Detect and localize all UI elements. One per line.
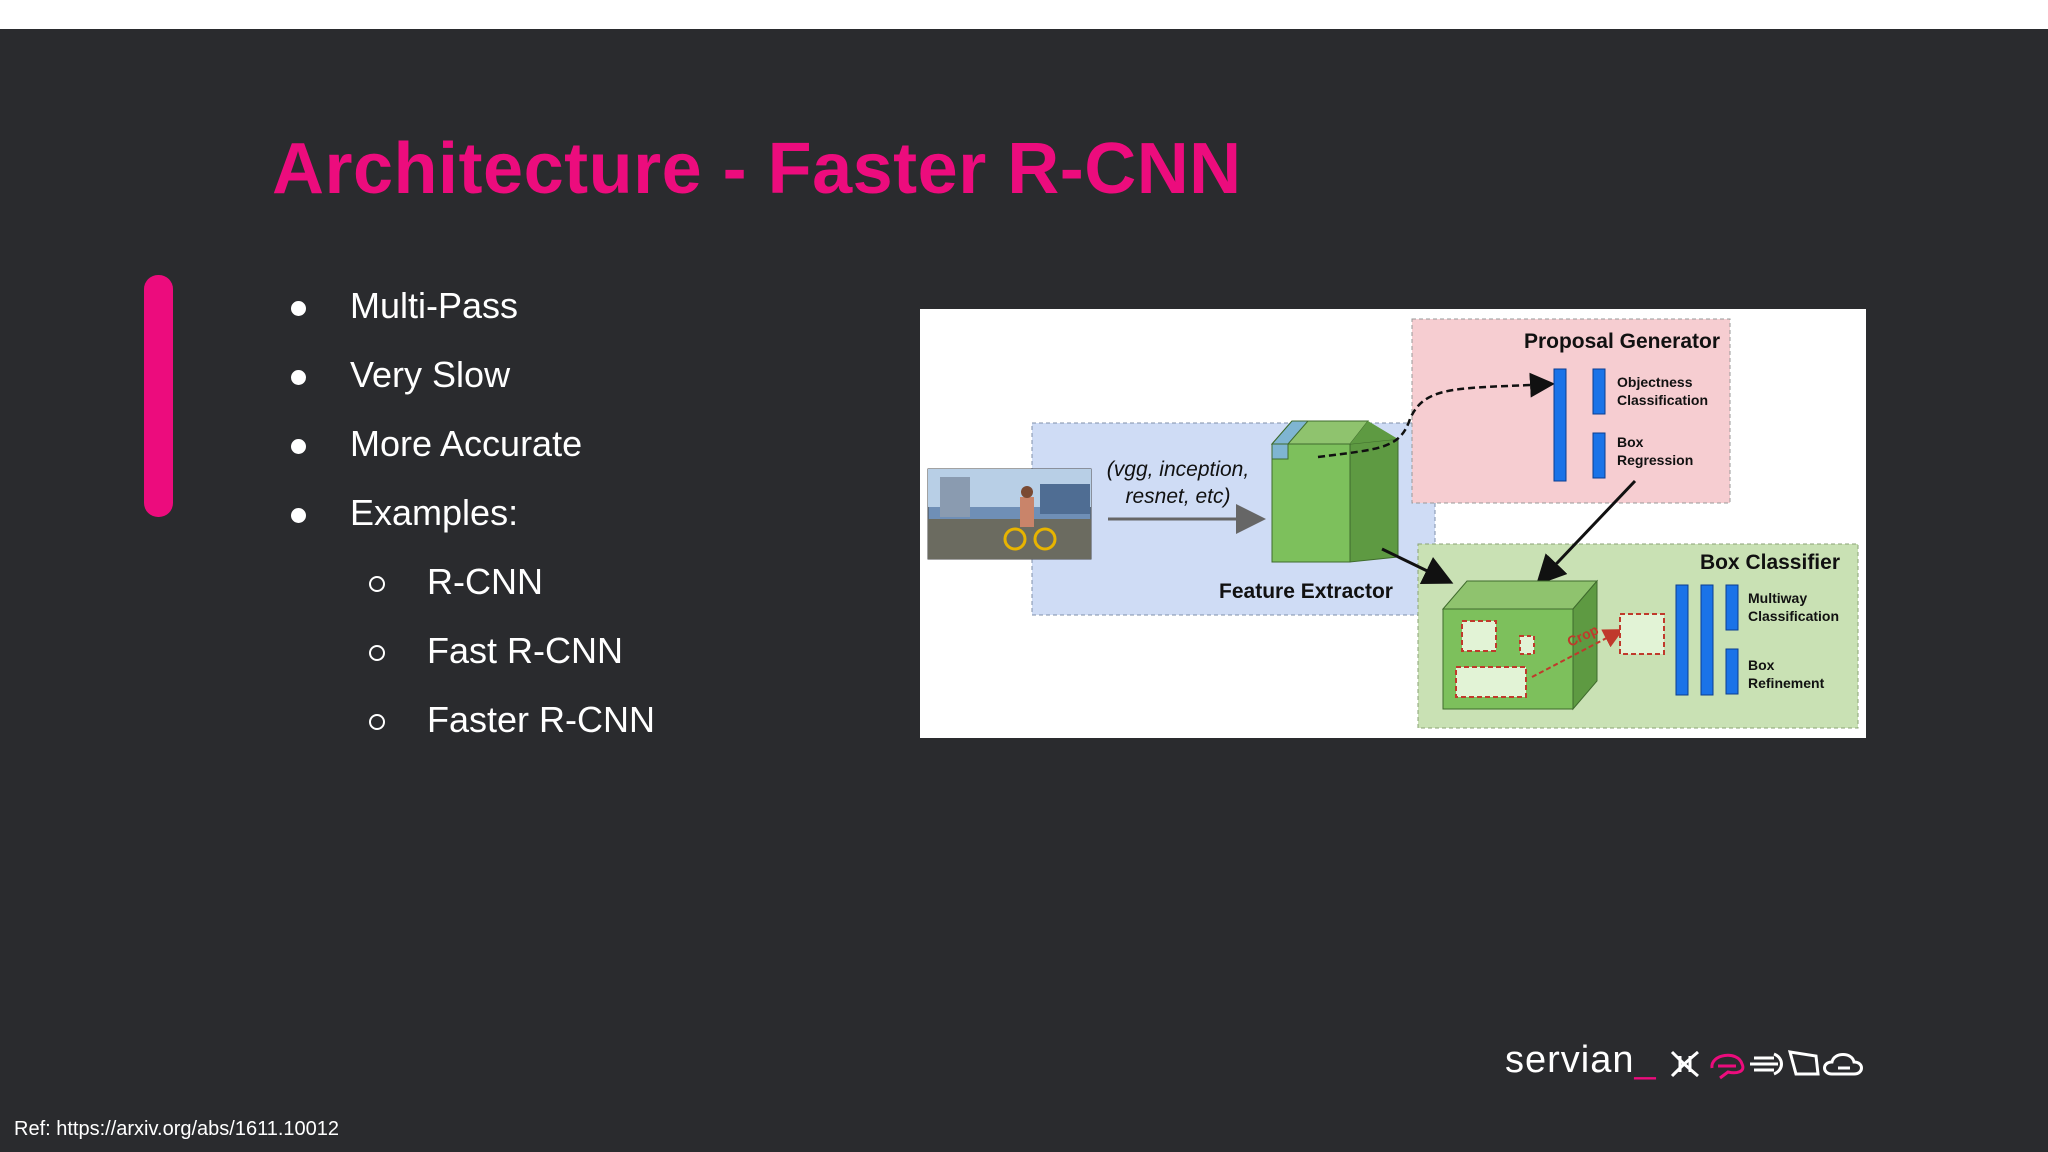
bullet-dot	[291, 370, 306, 385]
brain-icon	[1710, 1053, 1745, 1080]
box-regression-label-line2: Regression	[1617, 452, 1693, 468]
box-refinement-label-line2: Refinement	[1748, 675, 1825, 691]
feature-extractor-label: Feature Extractor	[1219, 580, 1393, 603]
features-to-classifier-arrow	[1381, 547, 1454, 585]
proposal-generator-region	[1411, 318, 1731, 504]
bullet-dot	[291, 301, 306, 316]
slide-title: Architecture - Faster R-CNN	[272, 129, 1242, 209]
backbone-label-line1: (vgg, inception,	[1107, 458, 1249, 481]
sub-bullet-text: Faster R-CNN	[427, 699, 656, 740]
crop-arrow	[1531, 629, 1624, 678]
box-classifier-title: Box Classifier	[1700, 551, 1840, 574]
bullet-text: Multi-Pass	[350, 285, 519, 326]
accent-bar	[144, 275, 173, 517]
proposal-generator-title: Proposal Generator	[1524, 330, 1720, 353]
sub-bullet-text: R-CNN	[427, 561, 543, 602]
servian-logo: servian_	[1505, 1039, 1657, 1082]
input-image	[927, 468, 1092, 560]
classifier-fc-bar-2	[1700, 584, 1714, 696]
objectness-label-line1: Objectness	[1617, 374, 1693, 390]
data-stream-icon	[1750, 1052, 1783, 1076]
box-regression-bar	[1592, 432, 1606, 479]
box-refinement-bar	[1725, 648, 1739, 695]
cropped-region	[1619, 613, 1665, 655]
bullet-text: Examples:	[350, 492, 519, 533]
bullet-dot	[291, 439, 306, 454]
sub-bullet-ring	[369, 576, 385, 592]
multiway-label-line1: Multiway	[1748, 590, 1807, 606]
objectness-bar	[1592, 368, 1606, 415]
sub-bullet-ring	[369, 645, 385, 661]
box-refinement-label-line1: Box	[1748, 657, 1775, 673]
bullet-dot	[291, 508, 306, 523]
feature-extractor-cube	[1270, 420, 1399, 563]
sub-bullet-ring	[369, 714, 385, 730]
objectness-label-line2: Classification	[1617, 392, 1708, 408]
box-regression-label-line1: Box	[1617, 434, 1644, 450]
dna-icon	[1670, 1050, 1699, 1078]
bullet-text: More Accurate	[350, 423, 583, 464]
proposal-to-classifier-arrow	[1535, 479, 1637, 586]
box-classifier-cube	[1441, 579, 1599, 711]
rpn-feature-bar	[1553, 368, 1567, 482]
screen-icon	[1787, 1050, 1820, 1076]
multiway-label-line2: Classification	[1748, 608, 1839, 624]
bullet-text: Very Slow	[350, 354, 511, 395]
slide: Architecture - Faster R-CNN Multi-Pass V…	[0, 29, 2048, 1152]
logo-icon-row	[1670, 1050, 1863, 1080]
faster-rcnn-diagram: (vgg, inception, resnet, etc) Feature Ex…	[920, 309, 1866, 738]
backbone-label-line2: resnet, etc)	[1125, 485, 1230, 508]
cloud-icon	[1823, 1053, 1863, 1076]
logo-wordmark: servian	[1505, 1039, 1635, 1081]
reference-link[interactable]: Ref: https://arxiv.org/abs/1611.10012	[14, 1118, 340, 1140]
sub-bullet-text: Fast R-CNN	[427, 630, 623, 671]
rpn-dashed-arrow	[1317, 372, 1555, 459]
multiway-bar	[1725, 584, 1739, 631]
classifier-fc-bar-1	[1675, 584, 1689, 696]
logo-underscore: _	[1634, 1039, 1657, 1081]
